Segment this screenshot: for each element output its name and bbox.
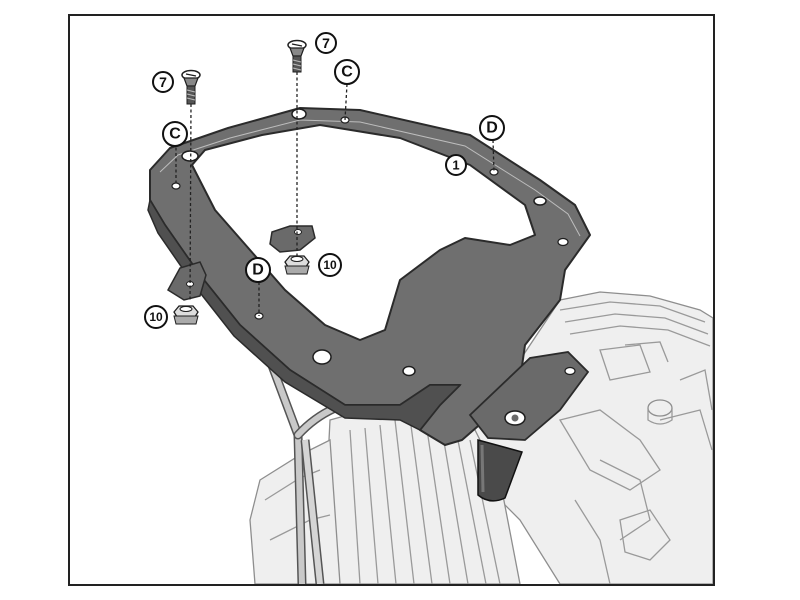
nut-right xyxy=(284,255,310,275)
mounting-post xyxy=(477,439,523,502)
callout-c-left-label: C xyxy=(169,126,181,143)
plate-tab-left xyxy=(167,261,207,301)
callout-10-right: 10 xyxy=(318,253,342,277)
callout-7-right: 7 xyxy=(315,32,337,54)
callout-c-right: C xyxy=(334,59,360,85)
callout-d-right-label: D xyxy=(486,120,498,137)
callout-d-right: D xyxy=(479,115,505,141)
callout-1: 1 xyxy=(445,154,467,176)
callout-7-right-label: 7 xyxy=(322,35,330,51)
callout-7-left-label: 7 xyxy=(159,74,167,90)
assembly-leaders xyxy=(175,72,495,316)
mounting-plate xyxy=(147,107,591,446)
callout-7-left: 7 xyxy=(152,71,174,93)
callout-10-left-label: 10 xyxy=(149,310,163,324)
callout-1-label: 1 xyxy=(452,158,459,173)
screw-left xyxy=(181,69,201,105)
callout-10-right-label: 10 xyxy=(323,258,337,272)
motorcycle-tail-sketch xyxy=(439,291,713,584)
callout-d-left: D xyxy=(245,257,271,283)
callout-c-right-label: C xyxy=(341,64,353,81)
nut-left xyxy=(173,305,199,325)
callout-d-left-label: D xyxy=(252,262,264,279)
callout-c-left: C xyxy=(162,121,188,147)
callout-10-left: 10 xyxy=(144,305,168,329)
plate-tab-right xyxy=(269,225,316,253)
